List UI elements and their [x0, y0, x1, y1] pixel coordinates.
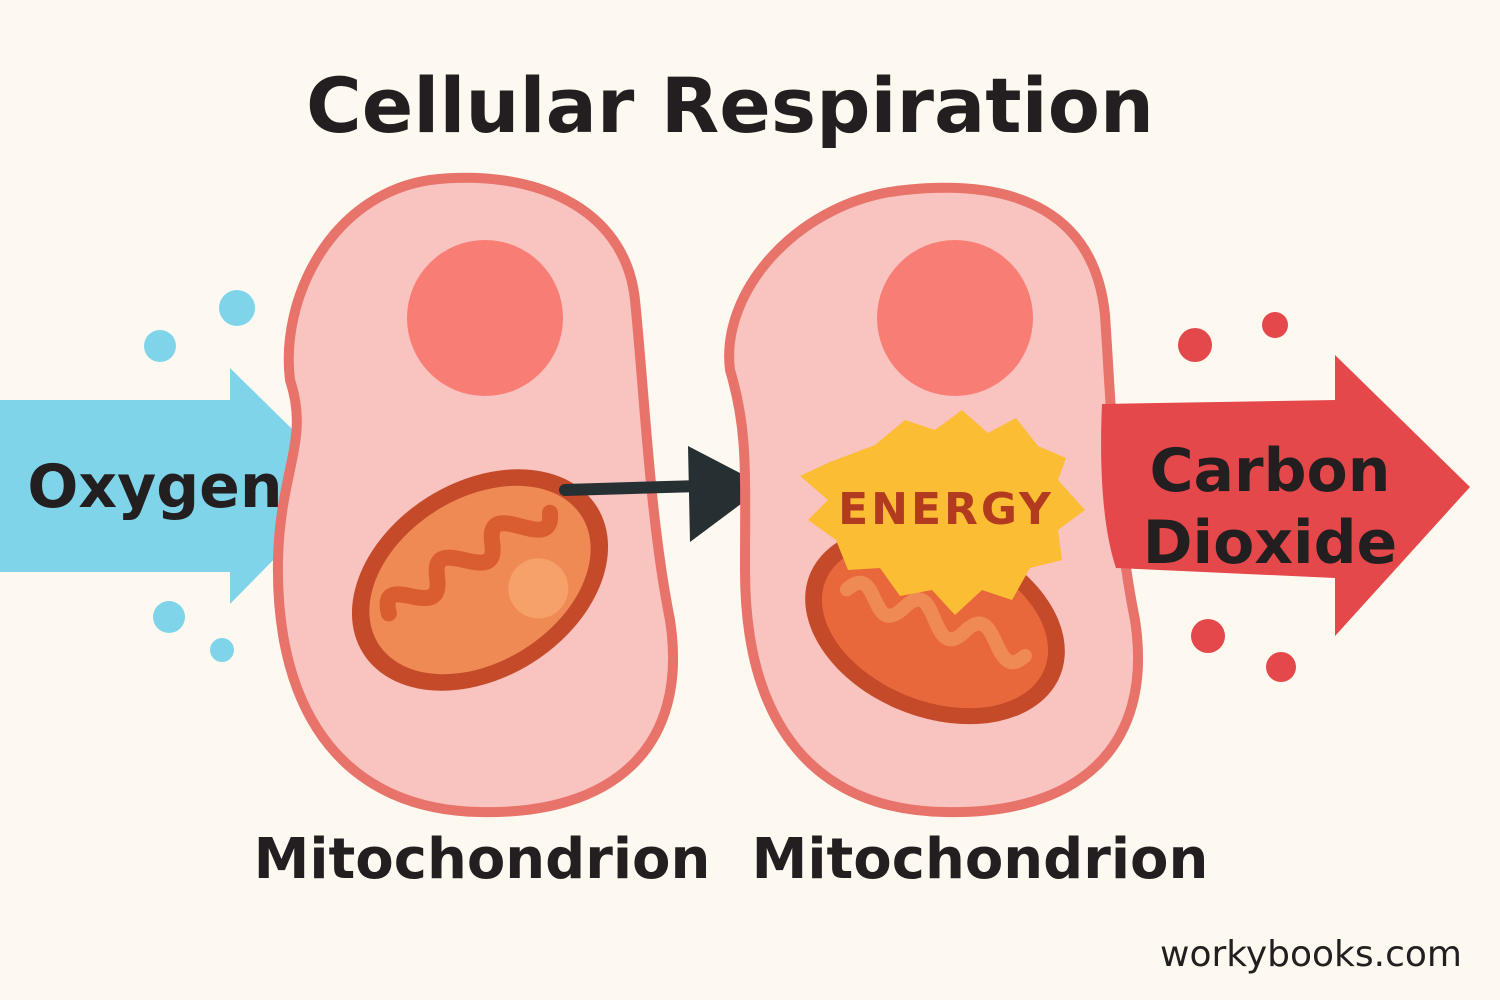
connector-arrow-icon — [559, 446, 765, 542]
carbon-dioxide-particles — [1178, 312, 1296, 682]
cell-caption-left: Mitochondrion — [254, 827, 711, 892]
cell-right: ENERGY — [724, 182, 1144, 818]
energy-burst-icon — [800, 410, 1085, 615]
carbon-dioxide-arrow-icon — [1101, 355, 1470, 636]
cell-caption-right: Mitochondrion — [752, 827, 1209, 892]
carbon-dioxide-particle — [1178, 328, 1212, 362]
oxygen-arrow-icon — [0, 368, 348, 604]
oxygen-label: Oxygen — [27, 452, 282, 522]
diagram-title: Cellular Respiration — [306, 61, 1154, 150]
oxygen-particle — [153, 601, 185, 633]
oxygen-particles — [144, 290, 255, 662]
nucleus — [877, 240, 1033, 396]
energy-label: ENERGY — [838, 484, 1054, 535]
carbon-dioxide-particle — [1262, 312, 1288, 338]
carbon-dioxide-label-line2: Dioxide — [1143, 508, 1398, 578]
oxygen-particle — [144, 330, 176, 362]
site-credit: workybooks.com — [1160, 934, 1462, 975]
oxygen-particle — [210, 638, 234, 662]
mitochondrion — [351, 469, 609, 691]
oxygen-particle — [219, 290, 255, 326]
carbon-dioxide-label-line1: Carbon — [1150, 436, 1391, 506]
cell-left — [272, 172, 679, 818]
nucleus — [407, 240, 563, 396]
carbon-dioxide-particle — [1266, 652, 1296, 682]
carbon-dioxide-particle — [1191, 619, 1225, 653]
